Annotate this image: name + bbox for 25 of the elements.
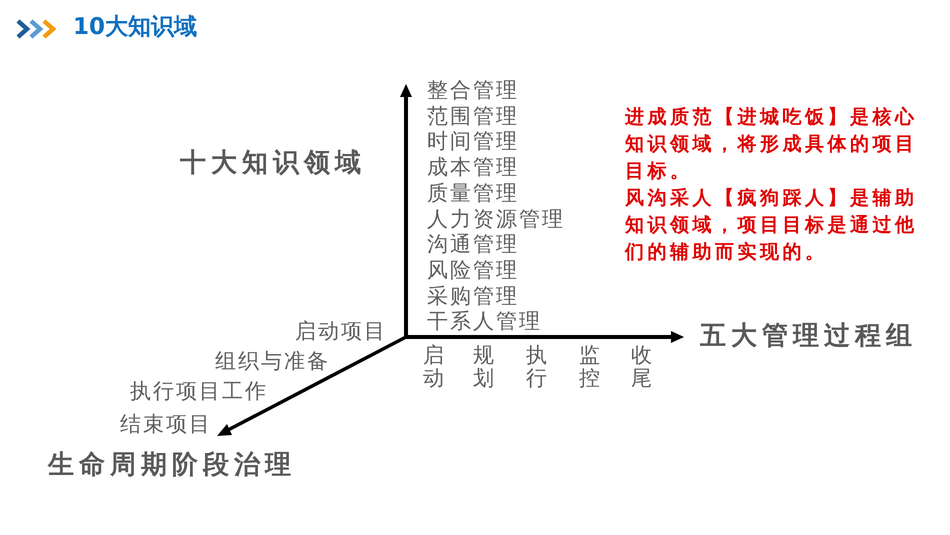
axis-label: 整合管理 bbox=[427, 78, 519, 102]
page-title: 10大知识域 bbox=[73, 13, 198, 41]
axis-label: 干系人管理 bbox=[427, 309, 542, 334]
axis-label: 风险管理 bbox=[427, 258, 519, 282]
axis-title: 十大知识领域 bbox=[180, 147, 366, 179]
axis-label: 执行项目工作 bbox=[130, 379, 268, 403]
axis-label: 启动 bbox=[423, 344, 445, 390]
note-text: 进成质范【进城吃饭】是核心知识领域，将形成具体的项目目标。 bbox=[625, 105, 918, 184]
axis-label: 沟通管理 bbox=[427, 232, 519, 256]
axis-label: 质量管理 bbox=[427, 180, 519, 205]
axis-label: 启动项目 bbox=[295, 319, 387, 343]
axis-label: 范围管理 bbox=[427, 104, 519, 128]
axis-label: 收尾 bbox=[631, 344, 653, 390]
axis-title: 生命周期阶段治理 bbox=[48, 449, 296, 481]
note-text: 风沟采人【疯狗踩人】是辅助知识领域，项目目标是通过他们的辅助而实现的。 bbox=[625, 186, 918, 265]
axis-title: 五大管理过程组 bbox=[700, 320, 917, 352]
axis-label: 时间管理 bbox=[427, 129, 519, 154]
axis-label: 结束项目 bbox=[120, 412, 212, 436]
axis-label: 监控 bbox=[579, 344, 601, 390]
axis-label: 规划 bbox=[473, 344, 495, 390]
axis-label: 成本管理 bbox=[427, 155, 519, 180]
axis-label: 采购管理 bbox=[427, 284, 519, 308]
axis-label: 人力资源管理 bbox=[427, 206, 565, 230]
axis-label: 组织与准备 bbox=[215, 349, 330, 373]
axis-label: 执行 bbox=[526, 344, 548, 390]
